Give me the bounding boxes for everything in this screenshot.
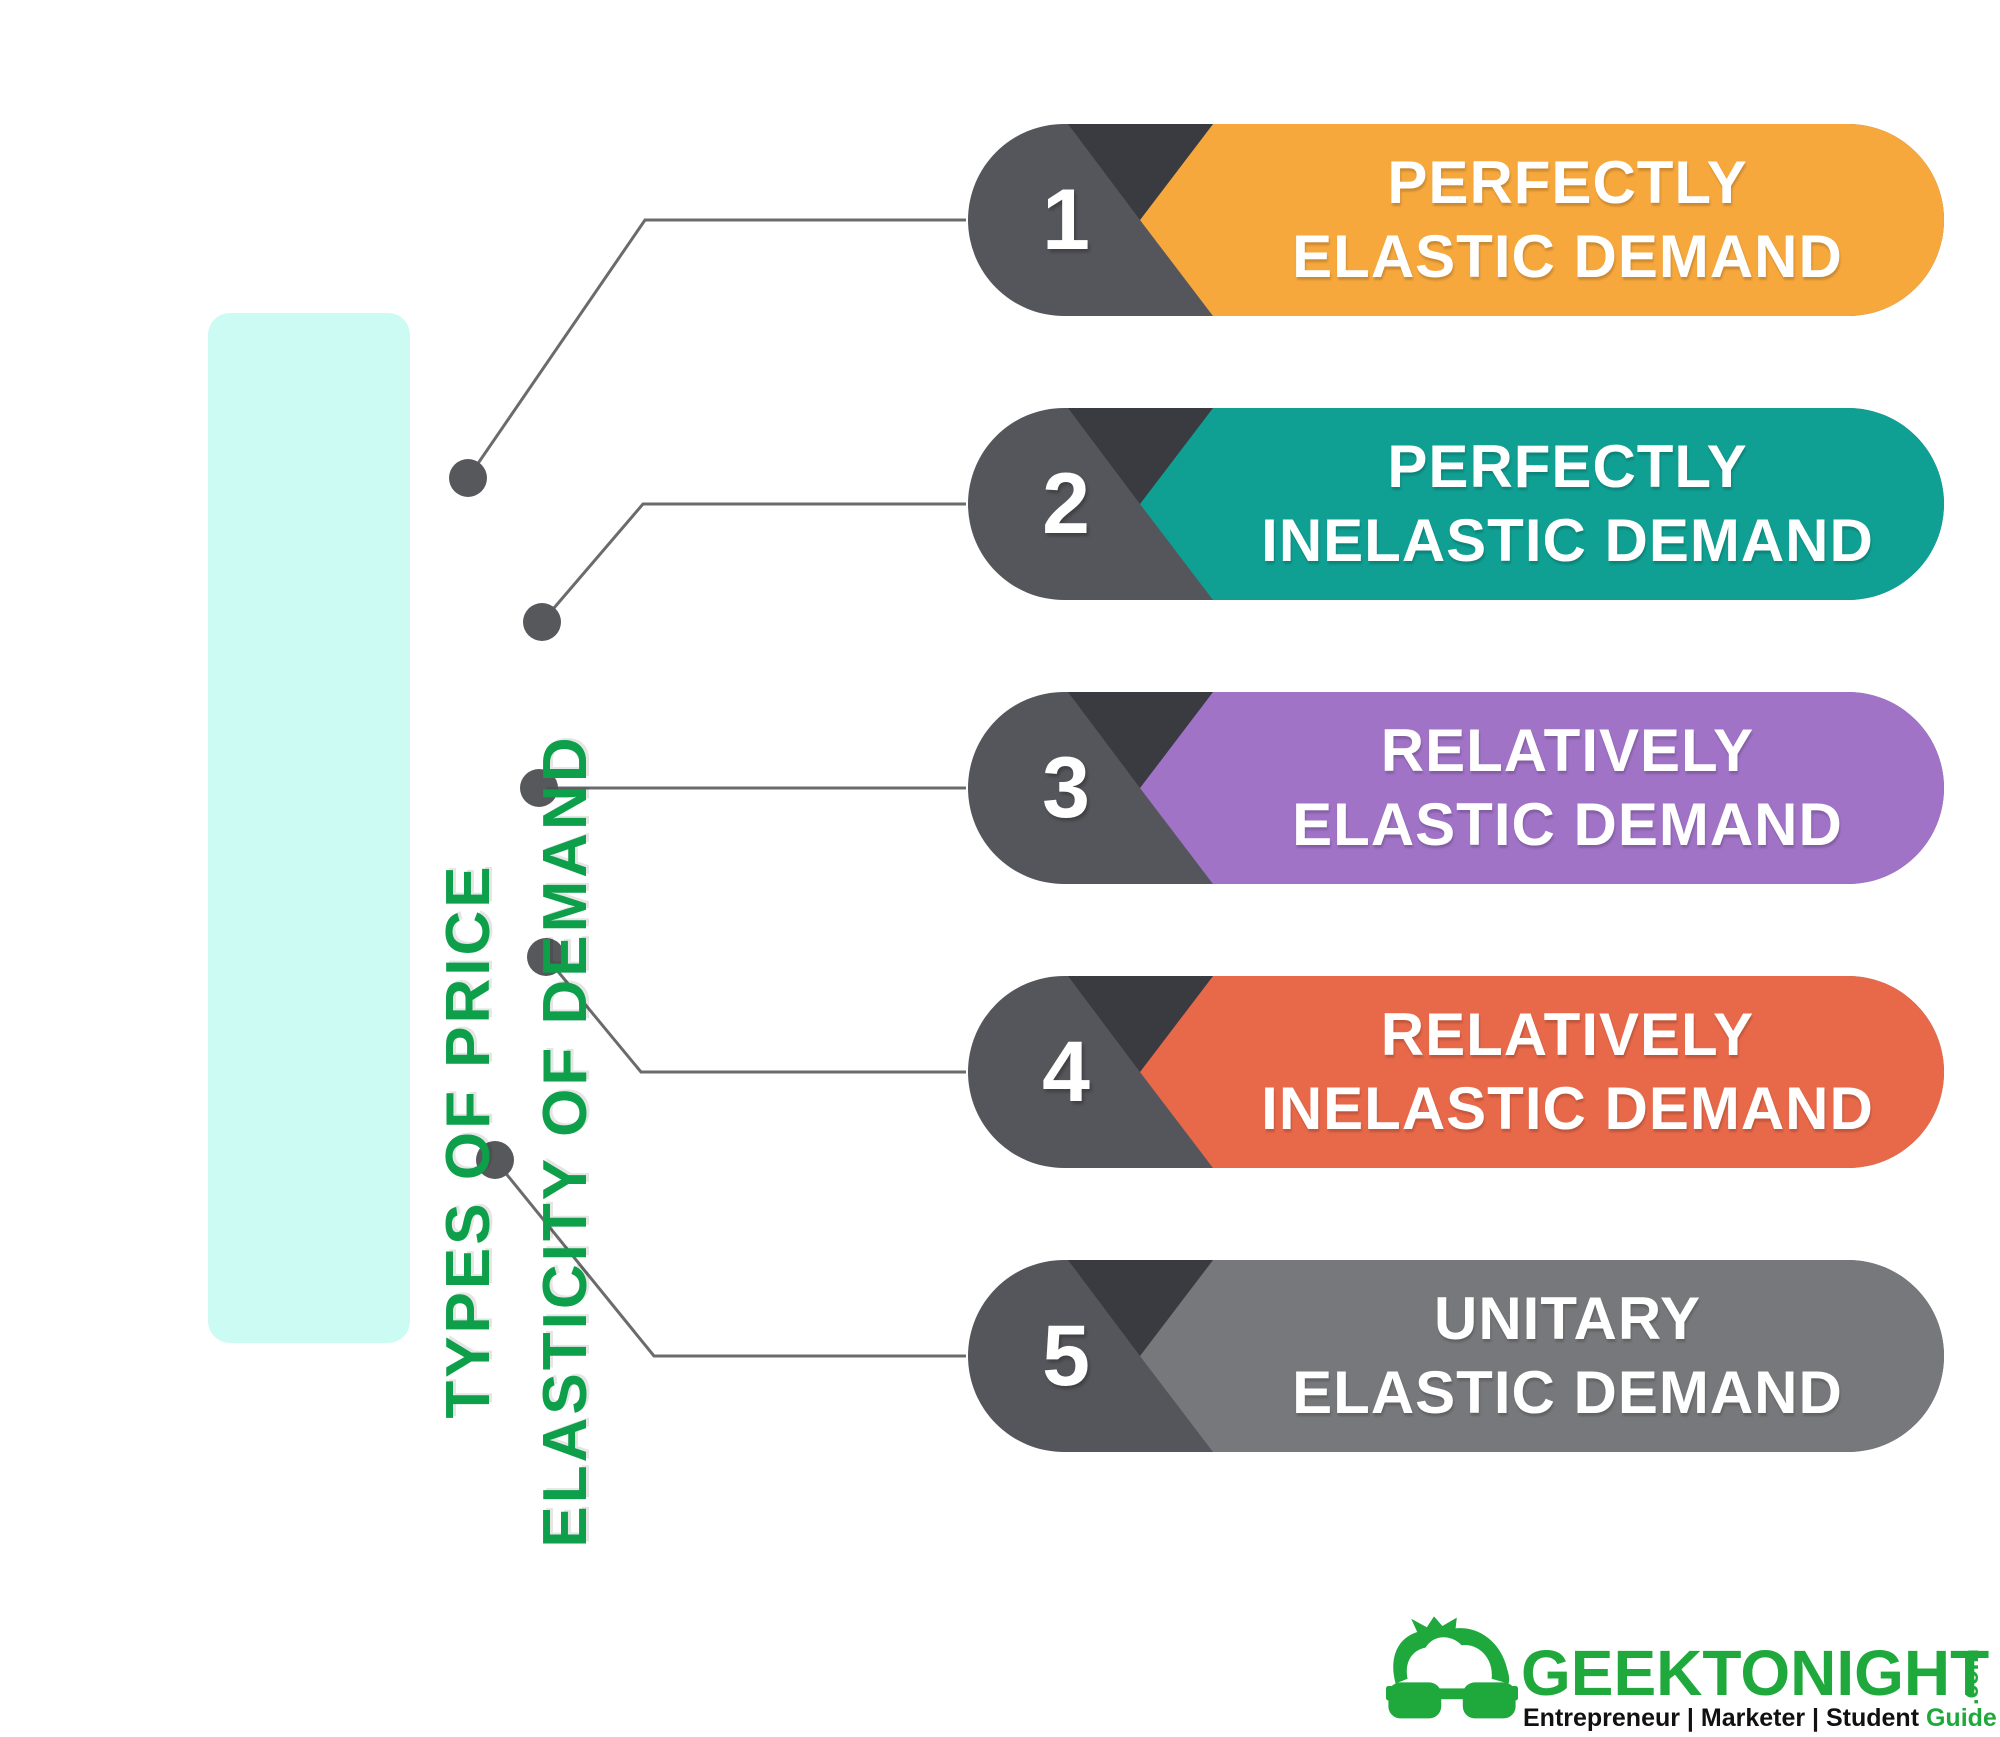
item-label-line2: ELASTIC DEMAND <box>1292 791 1843 858</box>
connector-dot-5 <box>476 1141 514 1179</box>
brand-tld: .com <box>1957 1649 1984 1706</box>
item-number: 4 <box>1042 1024 1090 1120</box>
item-label-line1: RELATIVELY <box>1380 717 1755 784</box>
pill-color-band <box>1140 976 1944 1168</box>
item-number: 3 <box>1042 740 1090 836</box>
page-title: TYPES OF PRICE ELASTICITY OF DEMAND <box>420 626 614 1656</box>
item-label: RELATIVELY ELASTIC DEMAND <box>1213 692 1922 884</box>
pill-color-band <box>1140 1260 1944 1452</box>
item-label-line2: INELASTIC DEMAND <box>1261 507 1874 574</box>
item-label: PERFECTLY ELASTIC DEMAND <box>1213 124 1922 316</box>
connector-line-5 <box>493 1159 966 1358</box>
item-pill-5: 5 UNITARY ELASTIC DEMAND <box>968 1260 1944 1452</box>
item-label-line1: RELATIVELY <box>1380 1001 1755 1068</box>
item-label: RELATIVELY INELASTIC DEMAND <box>1213 976 1922 1168</box>
item-pill-3: 3 RELATIVELY ELASTIC DEMAND <box>968 692 1944 884</box>
page-title-line1: TYPES OF PRICE <box>434 863 503 1419</box>
connector-line-2 <box>540 502 966 623</box>
item-label-line1: PERFECTLY <box>1387 433 1748 500</box>
item-number: 2 <box>1042 456 1090 552</box>
item-label-line1: UNITARY <box>1434 1285 1701 1352</box>
connector-dot-1 <box>449 459 487 497</box>
item-label: PERFECTLY INELASTIC DEMAND <box>1213 408 1922 600</box>
item-pill-4: 4 RELATIVELY INELASTIC DEMAND <box>968 976 1944 1168</box>
item-label-line2: INELASTIC DEMAND <box>1261 1075 1874 1142</box>
item-pill-1: 1 PERFECTLY ELASTIC DEMAND <box>968 124 1944 316</box>
brand-tagline-guide: Guide <box>1925 1704 1997 1732</box>
brand-tagline: Entrepreneur | Marketer | Student Guide <box>1523 1704 1997 1733</box>
brand-name: GEEKTONIGHT <box>1521 1637 1990 1709</box>
brand-tagline-roles: Entrepreneur | Marketer | Student <box>1523 1704 1920 1732</box>
brand-logo: GEEKTONIGHT .com Entrepreneur | Marketer… <box>1383 1608 1997 1737</box>
connector-paths <box>466 218 966 1358</box>
connector-line-4 <box>544 956 966 1074</box>
item-label: UNITARY ELASTIC DEMAND <box>1213 1260 1922 1452</box>
connector-dot-3 <box>520 769 558 807</box>
item-label-line2: ELASTIC DEMAND <box>1292 223 1843 290</box>
connector-dots <box>449 459 565 1179</box>
pill-color-band <box>1140 692 1944 884</box>
item-label-line2: ELASTIC DEMAND <box>1292 1359 1843 1426</box>
connector-dot-2 <box>523 603 561 641</box>
item-number: 1 <box>1042 172 1090 268</box>
item-pill-2: 2 PERFECTLY INELASTIC DEMAND <box>968 408 1944 600</box>
pill-color-band <box>1140 124 1944 316</box>
item-number: 5 <box>1042 1308 1090 1404</box>
title-box: TYPES OF PRICE ELASTICITY OF DEMAND <box>208 313 600 1548</box>
item-label-line1: PERFECTLY <box>1387 149 1748 216</box>
pill-color-band <box>1140 408 1944 600</box>
connector-line-1 <box>466 218 966 479</box>
geek-goggles-icon <box>1386 1616 1518 1719</box>
connector-dot-4 <box>527 938 565 976</box>
page-title-line2: ELASTICITY OF DEMAND <box>531 734 600 1548</box>
